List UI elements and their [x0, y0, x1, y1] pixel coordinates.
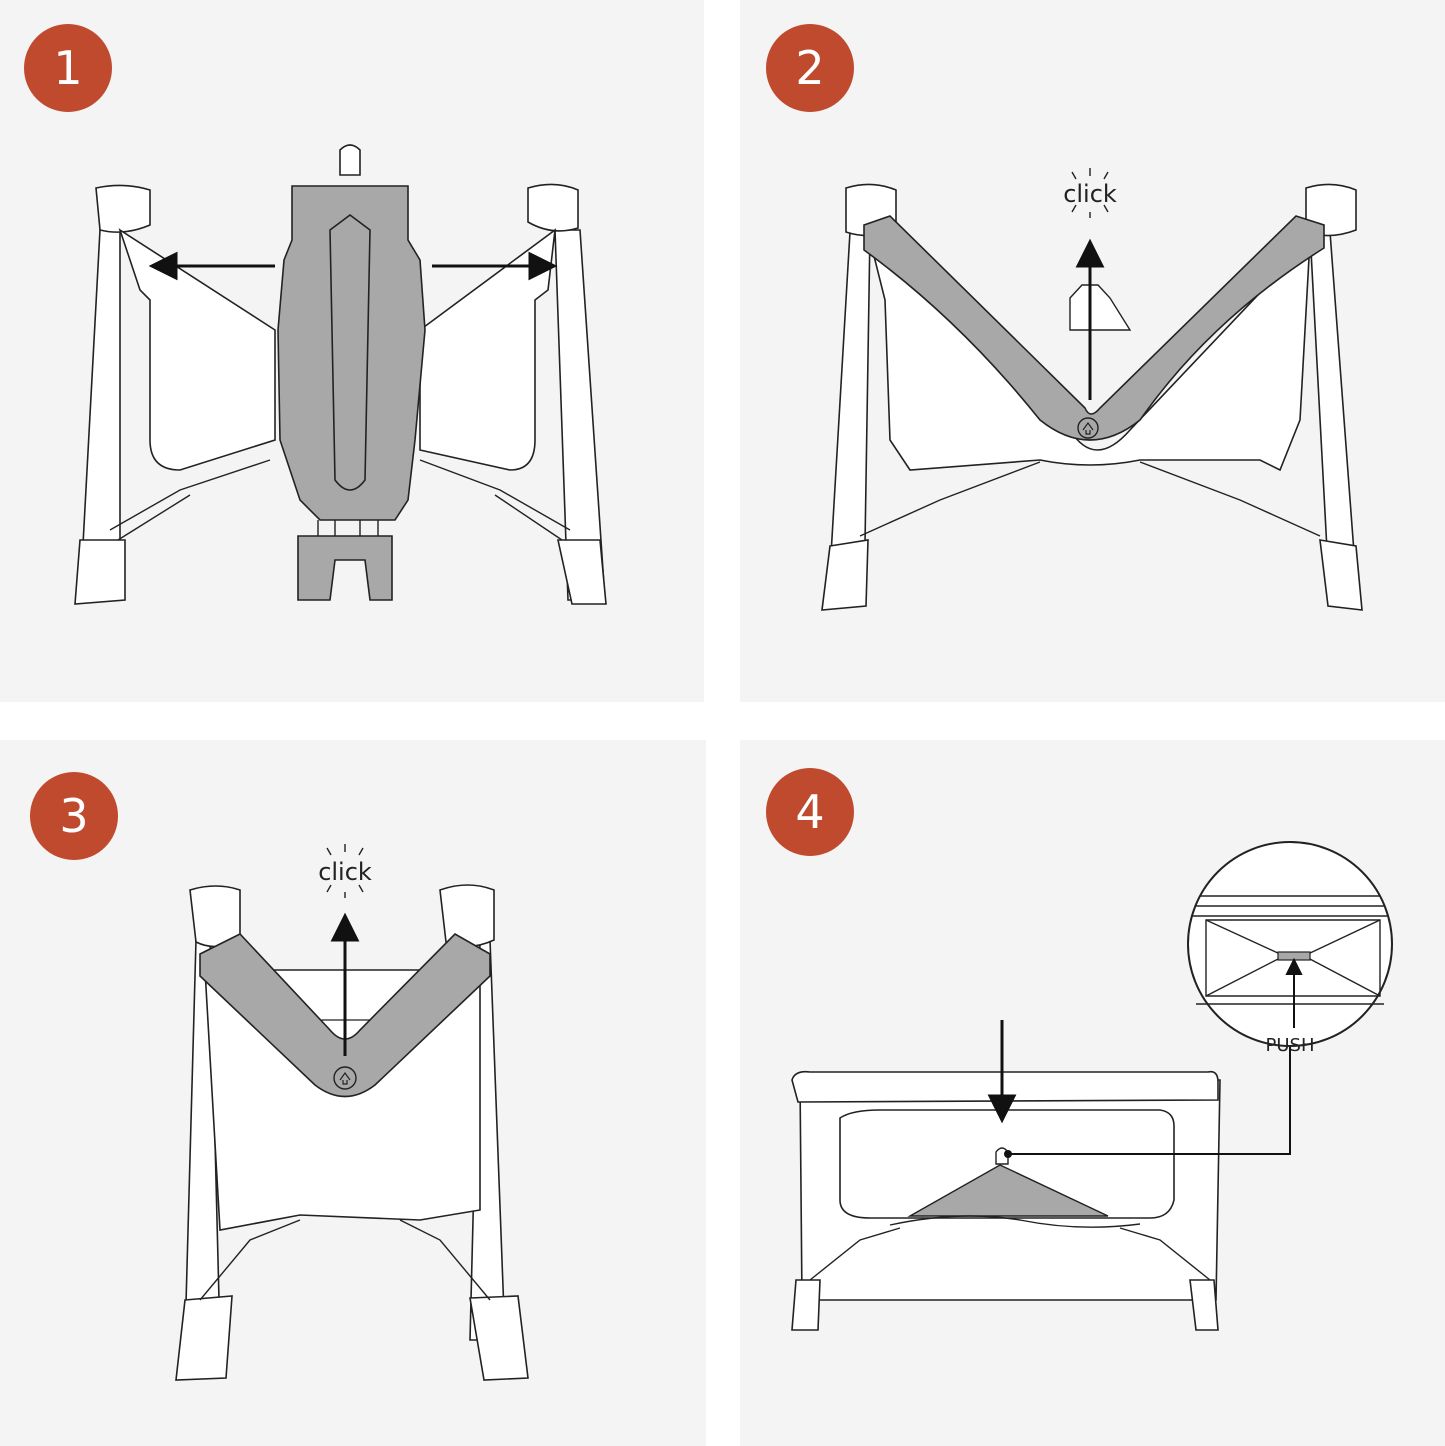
- step-3-click-label: click: [318, 858, 372, 886]
- step-2-badge: 2: [766, 24, 854, 112]
- step-1-panel: 1: [0, 0, 704, 702]
- step-3-illustration: click: [175, 844, 529, 1381]
- step-4-panel: 4: [740, 740, 1445, 1446]
- step-3-badge: 3: [30, 772, 118, 860]
- zoom-detail-circle: PUSH: [1187, 841, 1393, 1056]
- step-2-illustration: click: [821, 168, 1363, 611]
- step-2-panel: 2 click: [740, 0, 1445, 702]
- step-4-push-label: PUSH: [1266, 1035, 1315, 1056]
- step-4-illustration: PUSH: [791, 841, 1393, 1331]
- step-2-click-label: click: [1063, 180, 1117, 208]
- step-3-panel: 3 click: [0, 740, 706, 1446]
- step-1-illustration: [74, 144, 607, 605]
- step-1-badge: 1: [24, 24, 112, 112]
- step-4-badge: 4: [766, 768, 854, 856]
